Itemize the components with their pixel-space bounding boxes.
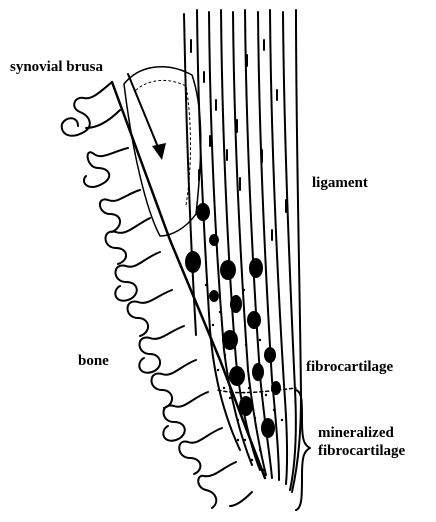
label-bone: bone [78,352,109,371]
label-mineralized-line1: mineralized [318,424,394,443]
label-ligament: ligament [312,174,368,193]
label-fibrocartilage: fibrocartilage [306,358,393,377]
label-mineralized-line2: fibrocartilage [318,442,405,461]
synovial-bursa-inner [136,80,191,205]
label-synovial-bursa: synovial brusa [10,58,103,77]
bursa-pointer-arrowhead [152,143,166,160]
